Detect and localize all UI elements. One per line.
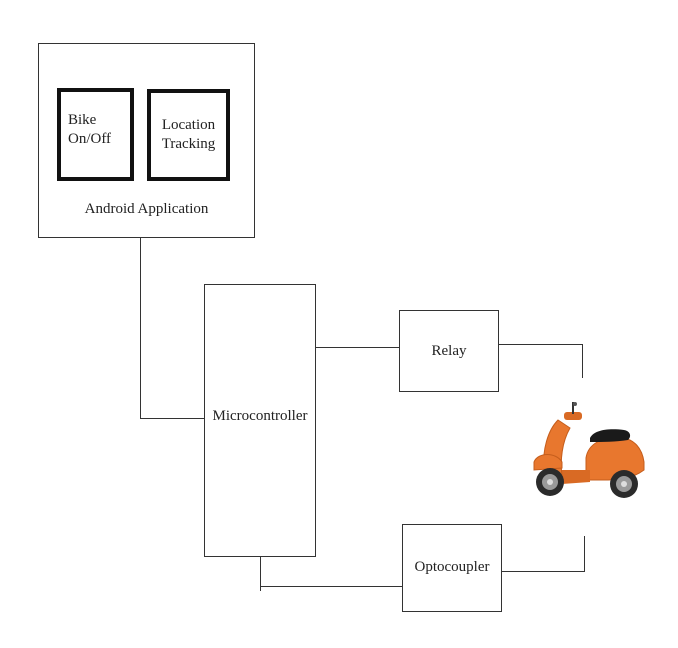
- connector-opto-right: [502, 571, 585, 572]
- connector-micro-down: [260, 557, 261, 591]
- connector-micro-to-opto: [260, 586, 402, 587]
- connector-micro-to-relay: [316, 347, 399, 348]
- optocoupler-label: Optocoupler: [414, 559, 490, 575]
- relay-label: Relay: [431, 343, 467, 359]
- connector-app-down: [140, 238, 141, 419]
- android-application-title: Android Application: [84, 201, 209, 217]
- connector-relay-right: [499, 344, 583, 345]
- microcontroller-box: [204, 284, 316, 557]
- scooter-icon: [533, 402, 645, 498]
- microcontroller-label: Microcontroller: [212, 408, 308, 424]
- bike-on-off-label: Bike On/Off: [68, 112, 112, 147]
- location-tracking-label: Location Tracking: [161, 117, 216, 152]
- connector-opto-up: [584, 536, 585, 572]
- connector-relay-down: [582, 344, 583, 378]
- connector-app-to-micro: [140, 418, 204, 419]
- optocoupler-box: [402, 524, 502, 612]
- bike-on-off-button[interactable]: [57, 88, 134, 181]
- location-tracking-button[interactable]: [147, 89, 230, 181]
- relay-box: [399, 310, 499, 392]
